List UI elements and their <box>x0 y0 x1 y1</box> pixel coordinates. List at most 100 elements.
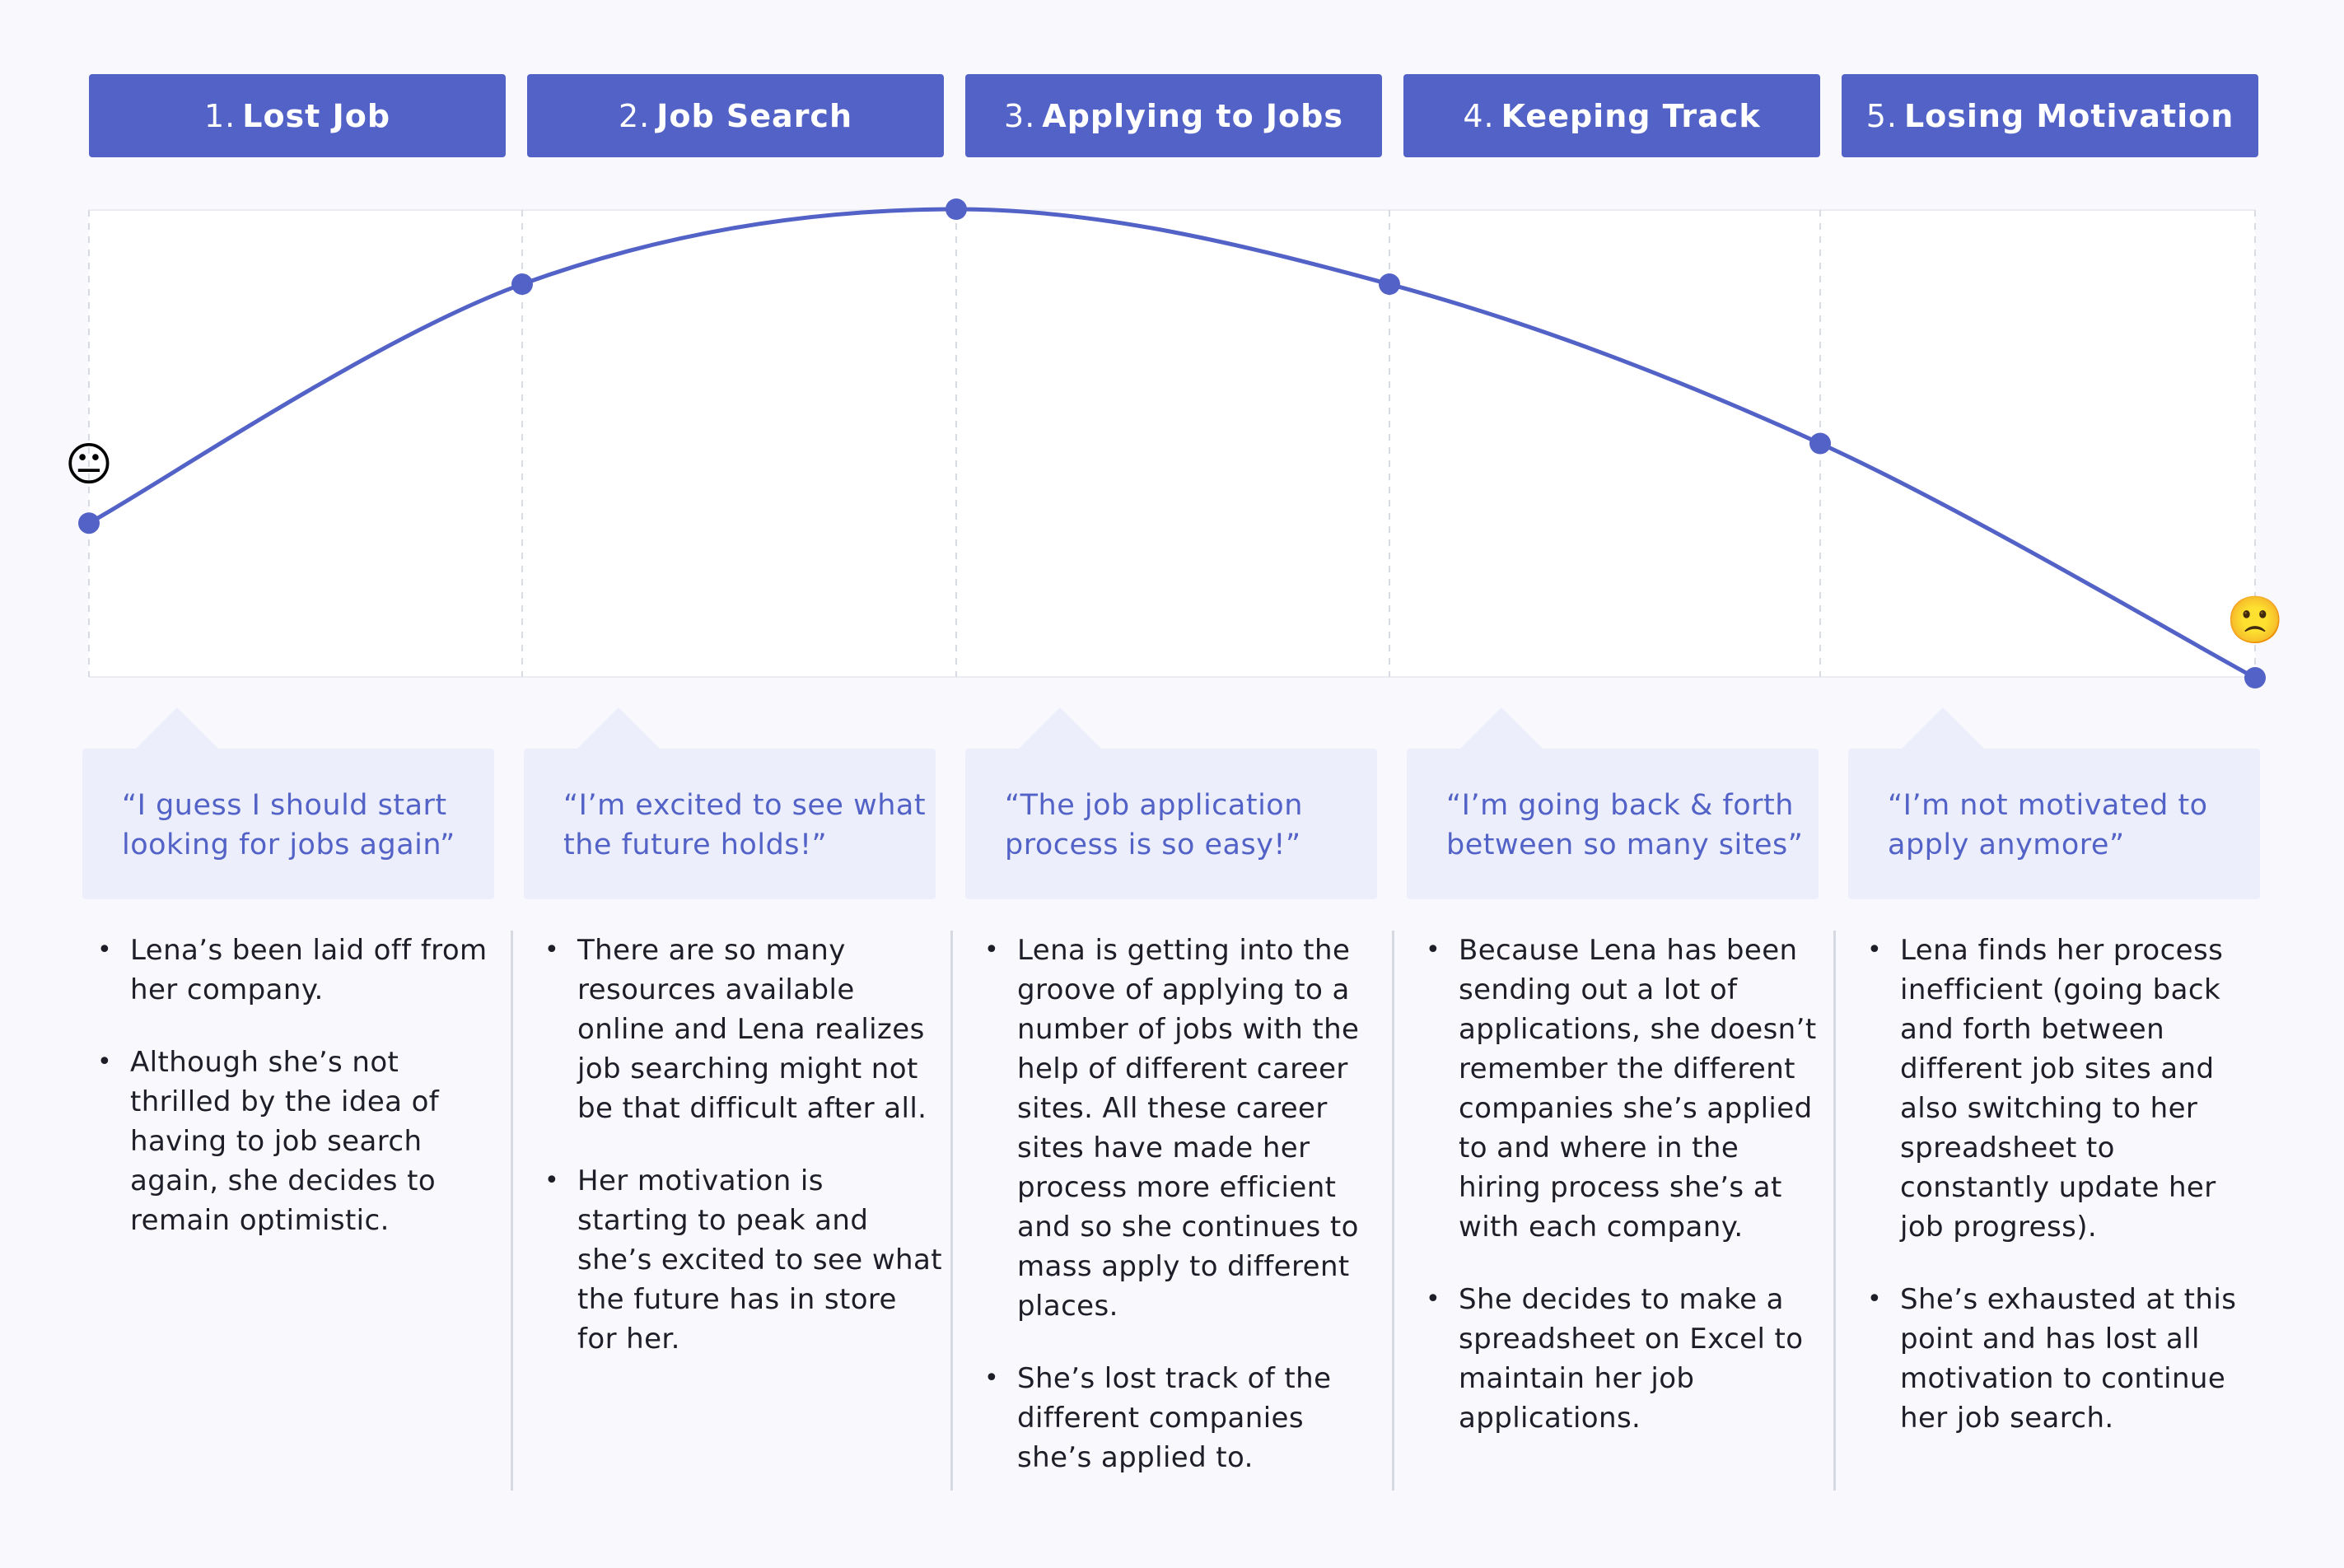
note-text: remember the different <box>1459 1052 1795 1085</box>
note-text: spreadsheet on Excel to <box>1459 1323 1804 1356</box>
note-text: she’s excited to see what <box>577 1244 942 1276</box>
note-bullet: Lena is getting into the groove of applyi… <box>978 931 1360 1326</box>
note-text: having to job search <box>130 1125 423 1158</box>
note-text: mass apply to different <box>1017 1250 1350 1283</box>
stage-header-job-search: 2.Job Search <box>527 74 944 157</box>
note-text: remain optimistic. <box>130 1204 390 1237</box>
sad-face-icon: 🙁 <box>2226 594 2284 647</box>
note-text: hiring process she’s at <box>1459 1171 1782 1204</box>
quote-box-job-search: “I’m excited to see what the future holds… <box>524 707 936 899</box>
note-text: online and Lena realizes <box>577 1013 925 1046</box>
quote-box-applying-to-jobs: “The job application process is so easy!” <box>965 707 1377 899</box>
note-bullet: Although she’s not thrilled by the idea o… <box>91 1043 478 1240</box>
note-text: groove of applying to a <box>1017 973 1350 1006</box>
emotion-point <box>511 273 533 296</box>
note-text: process more efficient <box>1017 1171 1337 1204</box>
note-text: motivation to continue <box>1900 1362 2226 1395</box>
note-text: her company. <box>130 973 324 1006</box>
note-text: the future has in store <box>577 1283 897 1316</box>
plot-area <box>89 210 2255 677</box>
note-text: help of different career <box>1017 1052 1348 1085</box>
emotion-point <box>946 198 967 220</box>
quote-text: “I’m not motivated to <box>1888 789 2208 822</box>
note-text: different companies <box>1017 1402 1304 1435</box>
note-text: she’s applied to. <box>1017 1441 1254 1474</box>
note-bullet: She decides to make a spreadsheet on Exce… <box>1419 1280 1804 1438</box>
quote-text: the future holds!” <box>563 828 828 861</box>
note-text: job progress). <box>1900 1211 2098 1244</box>
emotion-point <box>1809 432 1831 455</box>
quote-box-keeping-track: “I’m going back & forth between so many s… <box>1407 707 1819 899</box>
neutral-face-icon: 😐 <box>65 438 113 492</box>
note-text: to and where in the <box>1459 1132 1739 1164</box>
note-text: and so she continues to <box>1017 1211 1359 1244</box>
note-text: applications. <box>1459 1402 1641 1435</box>
note-text: sites. All these career <box>1017 1092 1328 1125</box>
stage-header-losing-motivation: 5.Losing Motivation <box>1842 74 2258 157</box>
note-text: job searching might not <box>577 1052 918 1085</box>
note-bullet: Lena’s been laid off from her company. <box>91 931 488 1010</box>
note-bullet: She’s exhausted at this point and has los… <box>1861 1280 2237 1438</box>
quote-text: between so many sites” <box>1446 828 1804 861</box>
note-text: She’s exhausted at this <box>1900 1283 2237 1316</box>
note-text: Lena is getting into the <box>1017 934 1351 967</box>
stage-number: 4. <box>1463 97 1495 134</box>
note-text: companies she’s applied <box>1459 1092 1813 1125</box>
notes-column-lost-job: Lena’s been laid off from her company. Alt… <box>91 931 488 1273</box>
quote-text: process is so easy!” <box>1005 828 1301 861</box>
note-text: her job search. <box>1900 1402 2114 1435</box>
emotion-curve-line <box>87 207 2257 680</box>
note-text: different job sites and <box>1900 1052 2215 1085</box>
note-text: constantly update her <box>1900 1171 2216 1204</box>
note-text: Lena finds her process <box>1900 934 2224 967</box>
quote-text: “The job application <box>1005 789 1303 822</box>
stage-number: 1. <box>203 97 236 134</box>
note-text: applications, she doesn’t <box>1459 1013 1817 1046</box>
note-text: She decides to make a <box>1459 1283 1784 1316</box>
quote-box-lost-job: “I guess I should start looking for jobs … <box>82 707 494 899</box>
quote-text: “I guess I should start <box>122 789 447 822</box>
emotion-point <box>2244 667 2266 688</box>
note-text: There are so many <box>577 934 846 967</box>
stage-name: Job Search <box>656 97 853 134</box>
stage-number: 3. <box>1004 97 1036 134</box>
note-text: Although she’s not <box>130 1046 399 1079</box>
notes-column-job-search: There are so many resources available onli… <box>511 931 942 1491</box>
note-text: again, she decides to <box>130 1164 437 1197</box>
stage-number: 5. <box>1865 97 1898 134</box>
note-text: resources available <box>577 973 855 1006</box>
note-text: be that difficult after all. <box>577 1092 927 1125</box>
stage-number: 2. <box>618 97 651 134</box>
note-bullet: Her motivation is starting to peak and she… <box>538 1161 942 1359</box>
stage-name: Losing Motivation <box>1903 97 2234 134</box>
note-text: Because Lena has been <box>1459 934 1798 967</box>
note-text: Her motivation is <box>577 1164 824 1197</box>
note-bullet: Lena finds her process inefficient (going… <box>1861 931 2224 1247</box>
note-text: point and has lost all <box>1900 1323 2200 1356</box>
emotion-point <box>1379 273 1400 296</box>
emotion-point <box>78 512 100 534</box>
note-text: number of jobs with the <box>1017 1013 1360 1046</box>
note-text: and forth between <box>1900 1013 2165 1046</box>
quote-text: “I’m excited to see what <box>563 789 927 822</box>
note-text: thrilled by the idea of <box>130 1085 440 1118</box>
note-bullet: There are so many resources available onli… <box>538 931 927 1128</box>
stage-header-lost-job: 1.Lost Job <box>89 74 506 157</box>
stage-header-applying-to-jobs: 3.Applying to Jobs <box>965 74 1382 157</box>
note-text: inefficient (going back <box>1900 973 2221 1006</box>
note-text: maintain her job <box>1459 1362 1695 1395</box>
quote-text: “I’m going back & forth <box>1446 789 1794 822</box>
note-text: starting to peak and <box>577 1204 869 1237</box>
note-text: also switching to her <box>1900 1092 2198 1125</box>
note-text: for her. <box>577 1323 680 1356</box>
note-text: sites have made her <box>1017 1132 1310 1164</box>
note-text: with each company. <box>1459 1211 1744 1244</box>
stage-header-keeping-track: 4.Keeping Track <box>1403 74 1820 157</box>
note-text: Lena’s been laid off from <box>130 934 488 967</box>
stage-name: Keeping Track <box>1501 97 1761 134</box>
quote-text: looking for jobs again” <box>122 828 455 861</box>
